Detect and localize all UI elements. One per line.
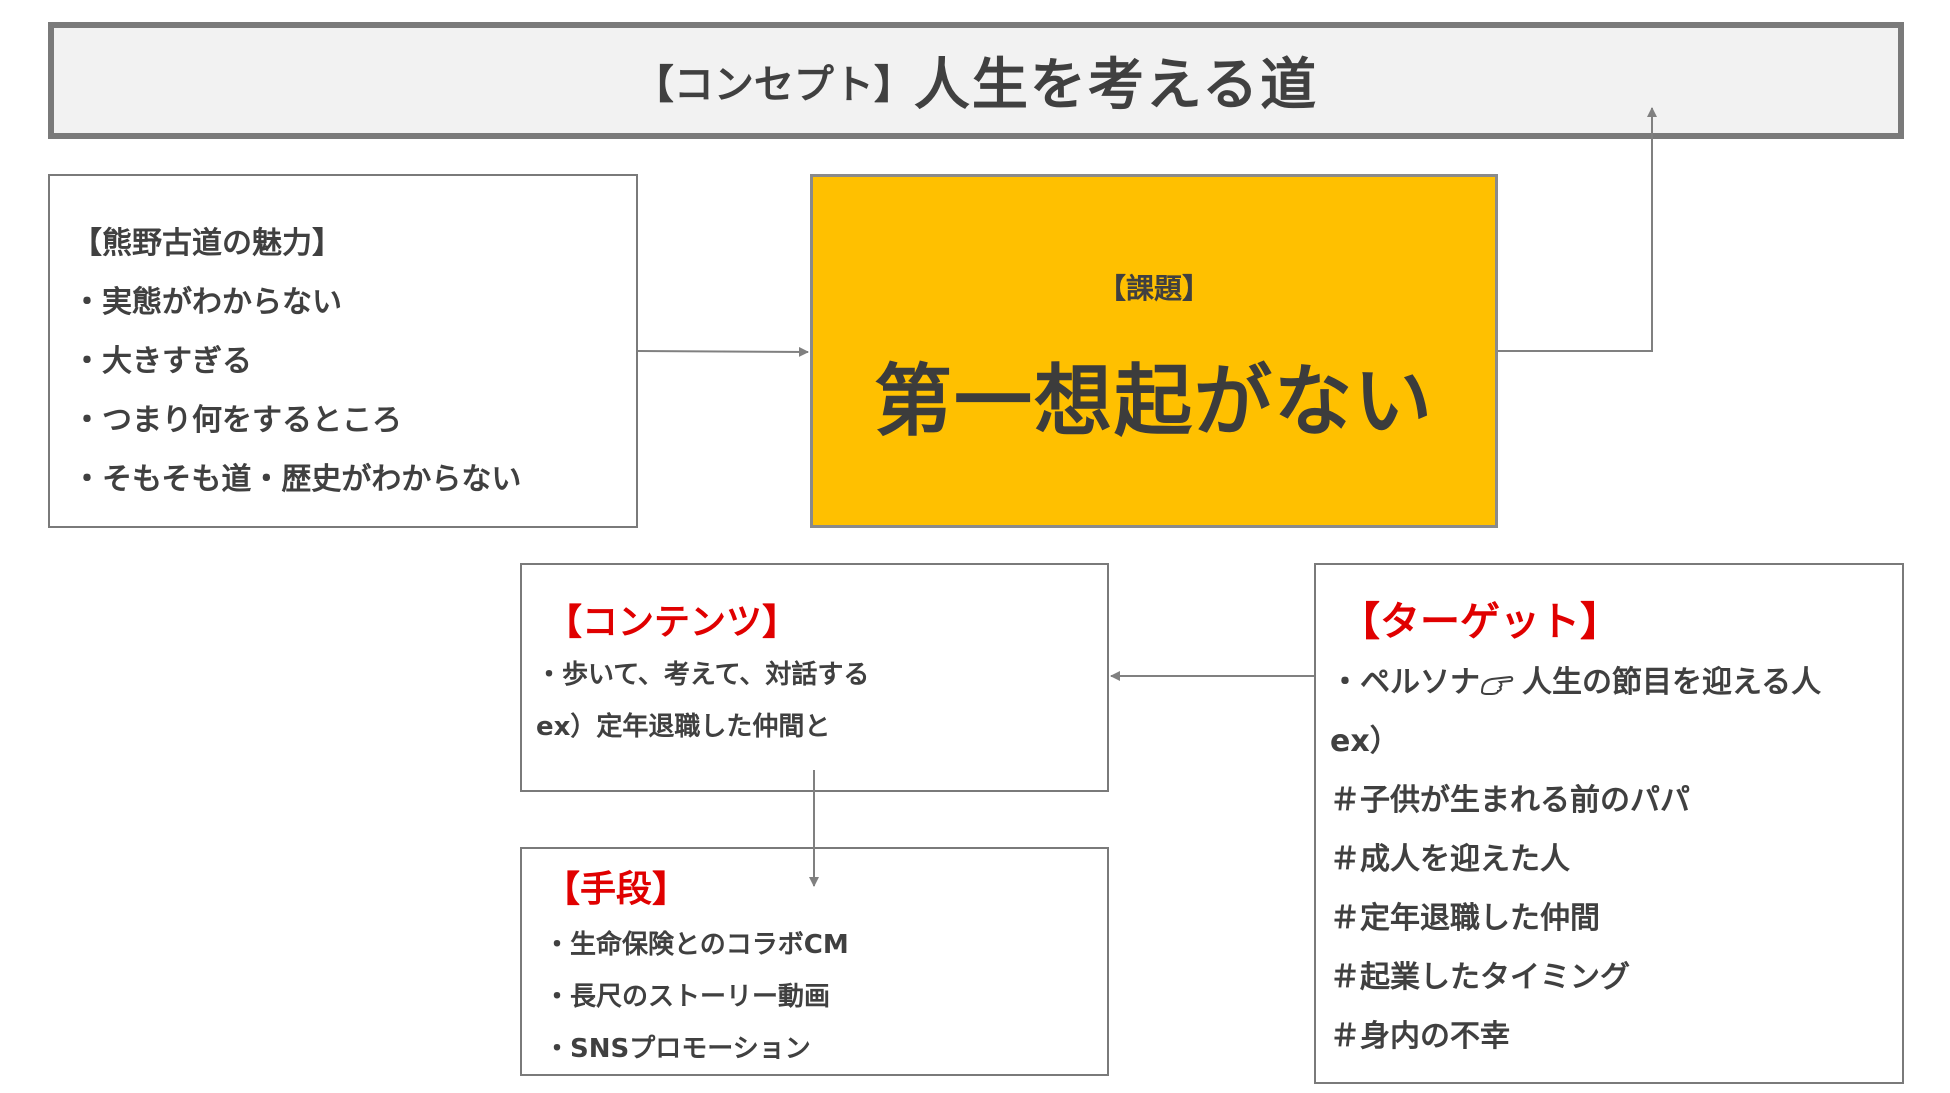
charm-item: ・大きすぎる — [72, 344, 252, 379]
pointing-hand-icon — [1480, 657, 1522, 695]
contents-box: 【コンテンツ】 ・歩いて、考えて、対話する ex）定年退職した仲間と — [520, 563, 1109, 792]
means-box: 【手段】 ・生命保険とのコラボCM ・長尺のストーリー動画 ・SNSプロモーショ… — [520, 847, 1109, 1076]
arrow-issue-to-concept — [1498, 107, 1657, 352]
arrow-charm-to-issue — [637, 346, 809, 357]
issue-box: 【課題】 第一想起がない — [810, 174, 1498, 528]
means-item: ・生命保険とのコラボCM — [544, 930, 849, 960]
target-item: ＃子供が生まれる前のパパ — [1330, 783, 1690, 818]
target-item: ＃成人を迎えた人 — [1330, 842, 1570, 877]
persona-prefix: ・ペルソナ — [1330, 665, 1480, 700]
contents-item: ・歩いて、考えて、対話する — [536, 660, 870, 690]
concept-title: 人生を考える道 — [913, 53, 1319, 118]
persona-text: 人生の節目を迎える人 — [1522, 665, 1822, 700]
target-box: 【ターゲット】 ・ペルソナ 人生の節目を迎える人 ex） ＃子供が生まれる前のパパ… — [1314, 563, 1904, 1084]
concept-bracket-label: 【コンセプト】 — [633, 61, 914, 108]
target-ex: ex） — [1330, 724, 1400, 759]
charm-item: ・つまり何をするところ — [72, 403, 402, 438]
target-item: ＃身内の不幸 — [1330, 1019, 1510, 1054]
target-persona: ・ペルソナ 人生の節目を迎える人 — [1330, 653, 1902, 712]
target-heading: 【ターゲット】 — [1340, 599, 1620, 645]
charm-item: ・そもそも道・歴史がわからない — [72, 462, 522, 497]
target-item: ＃定年退職した仲間 — [1330, 901, 1600, 936]
issue-label: 【課題】 — [1097, 272, 1210, 305]
charm-box: 【熊野古道の魅力】 ・実態がわからない ・大きすぎる ・つまり何をするところ ・… — [48, 174, 638, 528]
contents-heading: 【コンテンツ】 — [546, 602, 799, 643]
charm-heading: 【熊野古道の魅力】 — [72, 226, 342, 261]
issue-text: 第一想起がない — [873, 357, 1434, 447]
means-heading: 【手段】 — [544, 869, 689, 910]
means-item: ・長尺のストーリー動画 — [544, 982, 831, 1012]
concept-banner: 【コンセプト】人生を考える道 — [48, 22, 1904, 139]
means-item: ・SNSプロモーション — [544, 1034, 811, 1064]
target-item: ＃起業したタイミング — [1330, 960, 1630, 995]
contents-item: ex）定年退職した仲間と — [536, 712, 831, 742]
charm-item: ・実態がわからない — [72, 285, 342, 320]
